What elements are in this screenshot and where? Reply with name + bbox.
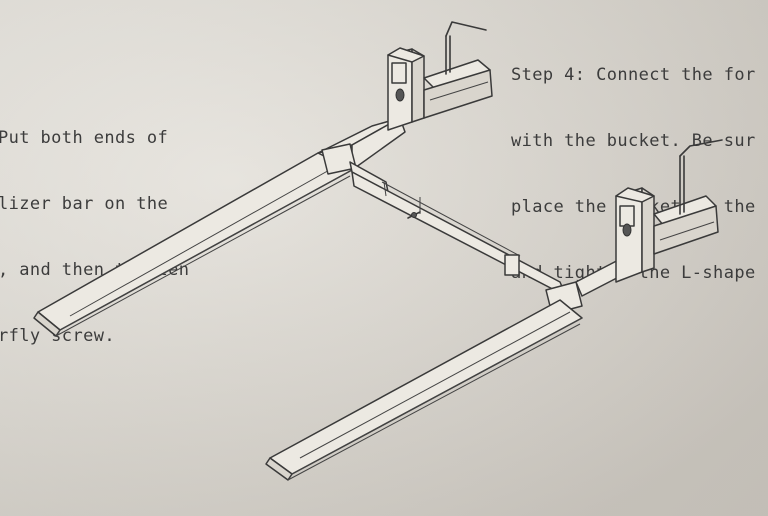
step-4-line-1: Step 4: Connect the for bbox=[511, 65, 756, 85]
step-3-line-1: Put both ends of bbox=[0, 128, 169, 148]
step-3-line-4: rfly screw. bbox=[0, 326, 115, 346]
left-clamp bbox=[387, 21, 493, 131]
right-fork bbox=[265, 253, 641, 481]
step-3-instructions: Put both ends of lizer bar on the , and … bbox=[0, 83, 189, 369]
step-4-line-2: with the bucket. Be sur bbox=[511, 131, 756, 151]
right-clamp bbox=[615, 139, 723, 283]
stabilizer-bar bbox=[321, 143, 583, 315]
step-3-line-2: lizer bar on the bbox=[0, 194, 169, 214]
butterfly-screw bbox=[407, 211, 421, 219]
